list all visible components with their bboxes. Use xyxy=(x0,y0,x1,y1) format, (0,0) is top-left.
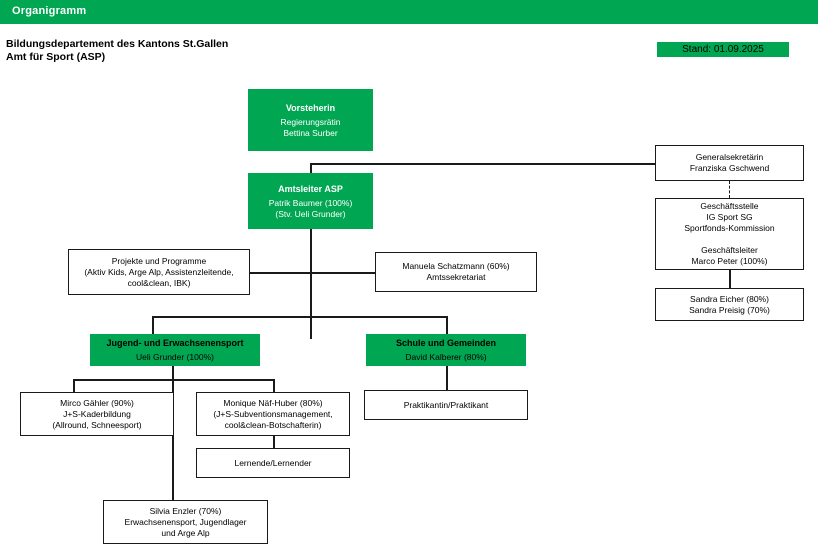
connector-schule-praktikant xyxy=(446,366,448,390)
node-lernende[interactable]: Lernende/Lernender xyxy=(196,448,350,478)
connector-generalsekretariat-geschaeftsstelle xyxy=(729,181,730,198)
node-monique-naef-huber[interactable]: Monique Näf-Huber (80%) (J+S-Subventions… xyxy=(196,392,350,436)
connector-jugendsport-children-h xyxy=(73,379,273,381)
header-bar: Organigramm xyxy=(0,0,818,24)
connector-vorsteherin-generalsekretariat-h xyxy=(310,163,655,165)
connector-monique-drop xyxy=(273,379,275,392)
node-amtsleiter-subtitle: Patrik Baumer (100%) (Stv. Ueli Grunder) xyxy=(268,197,353,219)
node-silvia-enzler[interactable]: Silvia Enzler (70%) Erwachsenensport, Ju… xyxy=(103,500,268,544)
connector-monique-lernende xyxy=(273,436,275,448)
node-mirco-gaehler[interactable]: Mirco Gähler (90%) J+S-Kaderbildung (All… xyxy=(20,392,174,436)
node-mirco-body: Mirco Gähler (90%) J+S-Kaderbildung (All… xyxy=(52,397,142,430)
node-lernende-body: Lernende/Lernender xyxy=(234,457,312,468)
node-projekte-und-programme[interactable]: Projekte und Programme (Aktiv Kids, Arge… xyxy=(68,249,250,295)
node-generalsekretariat[interactable]: Generalsekretärin Franziska Gschwend xyxy=(655,145,804,181)
node-geschaeftsstelle[interactable]: Geschäftsstelle IG Sport SG Sportfonds-K… xyxy=(655,198,804,270)
node-vorsteherin-title: Vorsteherin xyxy=(285,102,336,113)
node-amtsleiter-title: Amtsleiter ASP xyxy=(278,183,343,194)
node-amtssekretariat[interactable]: Manuela Schatzmann (60%) Amtssekretariat xyxy=(375,252,537,292)
node-vorsteherin[interactable]: Vorsteherin Regierungsrätin Bettina Surb… xyxy=(248,89,373,151)
header-bar-title: Organigramm xyxy=(12,5,87,17)
stand-date-badge: Stand: 01.09.2025 xyxy=(657,42,789,57)
node-amtsleiter-asp[interactable]: Amtsleiter ASP Patrik Baumer (100%) (Stv… xyxy=(248,173,373,229)
node-monique-body: Monique Näf-Huber (80%) (J+S-Subventions… xyxy=(213,397,333,430)
connector-geschaeftsstelle-sandra xyxy=(729,270,731,288)
connector-departments-left-drop xyxy=(152,316,154,334)
node-vorsteherin-subtitle: Regierungsrätin Bettina Surber xyxy=(280,116,341,138)
connector-vorsteherin-amtsleiter xyxy=(310,163,312,180)
connector-departments-right-drop xyxy=(446,316,448,334)
connector-mirco-drop xyxy=(73,379,75,392)
connector-amtsleiter-projekte xyxy=(250,272,310,274)
document-title: Bildungsdepartement des Kantons St.Galle… xyxy=(6,38,229,63)
node-schule-subtitle: David Kalberer (80%) xyxy=(405,352,487,362)
node-praktikant-body: Praktikantin/Praktikant xyxy=(403,399,489,410)
node-amtssekretariat-body: Manuela Schatzmann (60%) Amtssekretariat xyxy=(402,261,510,282)
node-generalsekretariat-body: Generalsekretärin Franziska Gschwend xyxy=(689,152,770,173)
node-projekte-body: Projekte und Programme (Aktiv Kids, Arge… xyxy=(84,255,234,288)
node-silvia-body: Silvia Enzler (70%) Erwachsenensport, Ju… xyxy=(124,505,247,538)
node-sandra-team-body: Sandra Eicher (80%) Sandra Preisig (70%) xyxy=(689,293,770,315)
node-jugendsport-subtitle: Ueli Grunder (100%) xyxy=(136,352,214,362)
node-geschaeftsstelle-body: Geschäftsstelle IG Sport SG Sportfonds-K… xyxy=(684,201,775,266)
node-schule-und-gemeinden[interactable]: Schule und Gemeinden David Kalberer (80%… xyxy=(366,334,526,366)
connector-amtsleiter-amtssekretariat xyxy=(310,272,375,274)
node-jugendsport-title: Jugend- und Erwachsenensport xyxy=(106,338,244,348)
node-praktikant[interactable]: Praktikantin/Praktikant xyxy=(364,390,528,420)
connector-departments-h xyxy=(152,316,446,318)
node-sandra-team[interactable]: Sandra Eicher (80%) Sandra Preisig (70%) xyxy=(655,288,804,321)
node-jugend-und-erwachsenensport[interactable]: Jugend- und Erwachsenensport Ueli Grunde… xyxy=(90,334,260,366)
node-schule-title: Schule und Gemeinden xyxy=(395,338,496,348)
connector-amtsleiter-trunk xyxy=(310,229,312,339)
